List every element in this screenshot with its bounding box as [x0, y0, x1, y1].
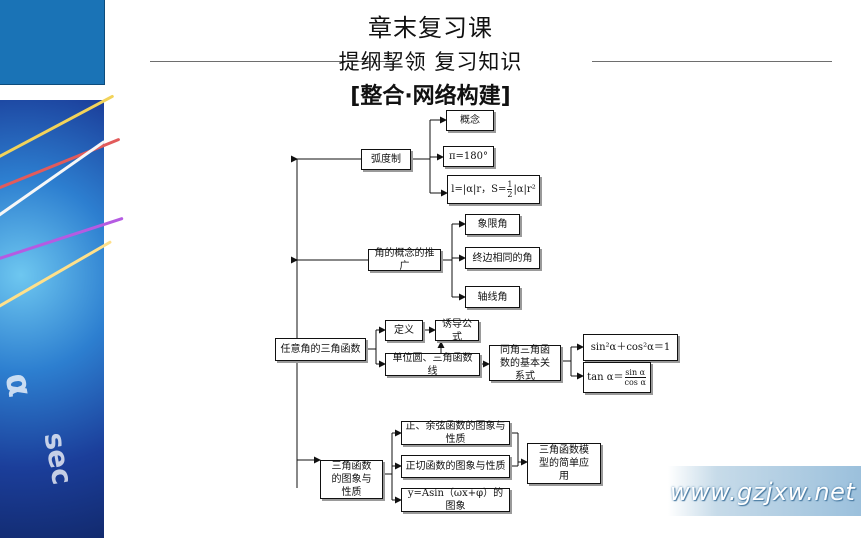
section-title: [整合·网络构建]: [350, 84, 511, 109]
arc-formula-fraction: 1 2: [507, 180, 513, 199]
node-root-trig-functions: 任意角的三角函数: [275, 338, 366, 361]
node-induction-formula: 诱导公式: [435, 319, 479, 343]
page-title: 章末复习课: [368, 14, 493, 42]
node-identity-squares: sin²α＋cos²α＝1: [583, 334, 678, 361]
node-unit-circle: 单位圆、三角函数线: [385, 353, 480, 377]
node-concept: 概念: [446, 110, 494, 131]
identity-tangent-denominator: cos α: [624, 378, 646, 387]
node-radian: 弧度制: [361, 149, 411, 170]
decorative-art-panel: α sec: [0, 94, 124, 538]
node-arc-formula: l=|α|r，S= 1 2 |α|r²: [447, 175, 540, 204]
node-coterminal-angle: 终边相同的角: [465, 247, 540, 269]
node-axis-angle: 轴线角: [465, 286, 520, 308]
node-angle-generalization: 角的概念的推广: [368, 248, 441, 272]
divider-left: [150, 61, 395, 62]
arc-formula-prefix: l=|α|r，S=: [451, 184, 507, 195]
node-trig-model: 三角函数模型的简单应用: [527, 443, 601, 484]
arc-formula-numerator: 1: [507, 180, 513, 190]
node-graph-properties: 三角函数的图象与性质: [320, 460, 383, 499]
page-subtitle: 提纲挈领 复习知识: [338, 50, 523, 74]
node-quadrant-angle: 象限角: [465, 214, 520, 235]
node-asin-graph: y=Asin（ωx+φ）的图象: [401, 488, 510, 512]
arc-formula-denominator: 2: [507, 190, 513, 199]
node-tan-graph: 正切函数的图象与性质: [401, 455, 510, 478]
blue-square-decoration: [0, 0, 105, 85]
node-identity-tangent: tan α＝ sin α cos α: [583, 362, 651, 393]
node-pi-equation: π=180°: [443, 146, 494, 167]
node-definition: 定义: [385, 320, 423, 341]
arc-formula-suffix: |α|r²: [513, 184, 536, 195]
node-same-angle-relations: 同角三角函数的基本关系式: [489, 345, 561, 382]
node-sincos-graph: 正、余弦函数的图象与性质: [401, 421, 510, 445]
divider-right: [592, 61, 832, 62]
identity-tangent-prefix: tan α＝: [587, 372, 624, 383]
watermark-bar: [668, 466, 861, 516]
identity-tangent-fraction: sin α cos α: [624, 368, 646, 387]
identity-tangent-numerator: sin α: [624, 368, 646, 378]
watermark-text: www.gzjxw.net: [670, 478, 856, 506]
